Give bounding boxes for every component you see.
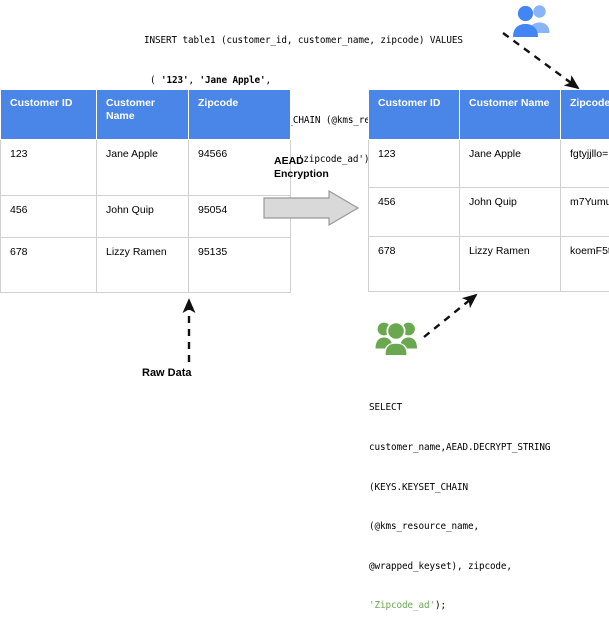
insert-sql-value-customer-id: '123': [161, 75, 189, 86]
cell-zipcode-ciphertext: koemF5ter=: [561, 237, 609, 292]
cell-zipcode-ciphertext: fgtyjjllo=: [561, 140, 609, 188]
table-row: 123 Jane Apple fgtyjjllo=: [369, 140, 609, 188]
column-header-customer-name: Customer Name: [460, 90, 561, 140]
cell-customer-id: 678: [369, 237, 460, 292]
insert-sql-line-2-suffix: ,: [265, 75, 271, 86]
select-sql-line-4: (@kms_resource_name,: [369, 521, 479, 532]
cell-customer-name: Jane Apple: [97, 140, 189, 196]
column-header-customer-id: Customer ID: [1, 90, 97, 140]
insert-sql-line-1: INSERT table1 (customer_id, customer_nam…: [144, 35, 463, 46]
cell-customer-name: Jane Apple: [460, 140, 561, 188]
column-header-zipcode: Zipcode: [189, 90, 291, 140]
select-sql-line-2: customer_name,AEAD.DECRYPT_STRING: [369, 442, 550, 453]
cell-customer-name: John Quip: [97, 196, 189, 238]
cell-customer-id: 678: [1, 238, 97, 293]
select-sql-line-6-tail: );: [435, 600, 446, 611]
cell-customer-id: 123: [1, 140, 97, 196]
table-row: 456 John Quip m7Yumuawqry: [369, 188, 609, 237]
cell-zipcode: 95135: [189, 238, 291, 293]
table-row: 456 John Quip 95054: [1, 196, 291, 238]
column-header-customer-id: Customer ID: [369, 90, 460, 140]
cell-customer-name: Lizzy Ramen: [460, 237, 561, 292]
cell-customer-id: 456: [369, 188, 460, 237]
cell-customer-name: John Quip: [460, 188, 561, 237]
cell-customer-id: 123: [369, 140, 460, 188]
select-sql-line-5: @wrapped_keyset), zipcode,: [369, 561, 512, 572]
table-header-row: Customer ID Customer Name Zipcode: [1, 90, 291, 140]
encrypted-data-table: Customer ID Customer Name Zipcode 123 Ja…: [368, 89, 609, 292]
aead-encryption-block-arrow-icon: [263, 190, 359, 226]
users-group-icon: [375, 318, 421, 358]
plaintext-data-table: Customer ID Customer Name Zipcode 123 Ja…: [0, 89, 291, 293]
column-header-zipcode: Zipcode: [561, 90, 609, 140]
table-row: 678 Lizzy Ramen koemF5ter=: [369, 237, 609, 292]
table-header-row: Customer ID Customer Name Zipcode: [369, 90, 609, 140]
select-sql-line-1: SELECT: [369, 402, 402, 413]
column-header-customer-name: Customer Name: [97, 90, 189, 140]
cell-customer-name: Lizzy Ramen: [97, 238, 189, 293]
insert-sql-line-2-mid: ,: [189, 75, 200, 86]
select-sql-aad-literal: 'Zipcode_ad': [369, 600, 435, 611]
cell-customer-id: 456: [1, 196, 97, 238]
select-sql-statement: SELECT customer_name,AEAD.DECRYPT_STRING…: [369, 375, 550, 626]
users-group-icon: [511, 3, 551, 39]
table-row: 678 Lizzy Ramen 95135: [1, 238, 291, 293]
arrow-insert-to-encrypted-table: [503, 33, 578, 88]
raw-data-label: Raw Data: [142, 367, 192, 379]
cell-zipcode-ciphertext: m7Yumuawqry: [561, 188, 609, 237]
table-row: 123 Jane Apple 94566: [1, 140, 291, 196]
insert-sql-value-customer-name: 'Jane Apple': [200, 75, 266, 86]
insert-sql-line-2-prefix: (: [150, 75, 161, 86]
select-sql-line-3: (KEYS.KEYSET_CHAIN: [369, 482, 468, 493]
arrow-select-user-to-encrypted-table: [424, 295, 476, 337]
